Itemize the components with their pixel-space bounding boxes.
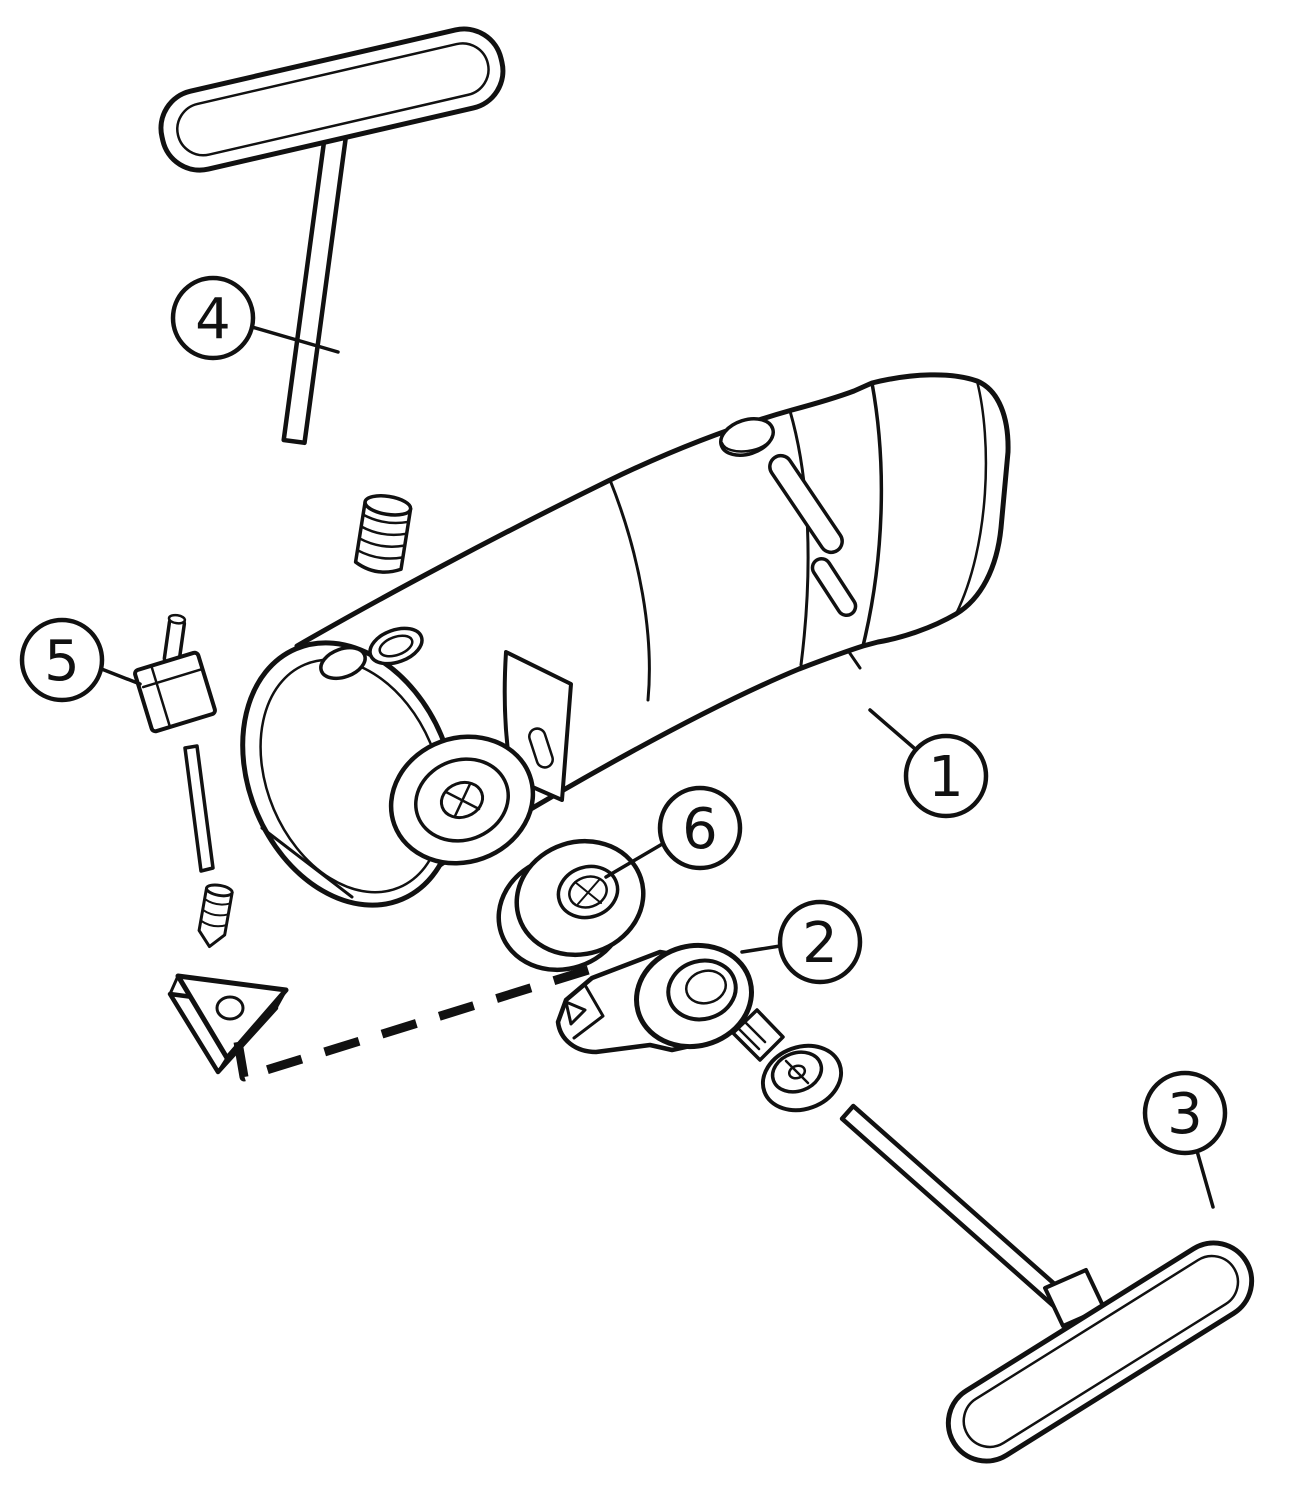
tool-body [240, 372, 1011, 908]
diagram-root: 1 2 3 4 5 6 [19, 26, 1255, 1464]
callout-2: 2 [777, 899, 863, 985]
t-handle-wrench-bottom [839, 1103, 1255, 1464]
callout-4-label: 4 [195, 287, 231, 352]
leader-line-3 [1195, 1149, 1215, 1209]
set-screw-top [353, 494, 413, 574]
dashed-guide-line [233, 962, 600, 1082]
callout-5-label: 5 [44, 629, 80, 694]
callout-6: 6 [657, 785, 743, 871]
pin-block [133, 650, 217, 734]
body-slot-1 [768, 453, 844, 555]
clamp [555, 942, 754, 1055]
leader-line-5 [97, 666, 142, 686]
wrench-top-handle [158, 26, 506, 173]
wrench-bottom-handle [945, 1240, 1255, 1464]
pocket-bore [388, 734, 536, 866]
shim-washer [496, 838, 646, 973]
body-slot-2 [810, 556, 858, 618]
cutting-insert [167, 973, 289, 1075]
pin-rod [183, 744, 215, 873]
leader-line-1 [868, 708, 916, 750]
clamp-screw [731, 1008, 844, 1113]
wrench-top-shaft [281, 132, 349, 446]
leader-line-2 [740, 944, 782, 954]
leader-line-6 [604, 841, 666, 879]
t-handle-wrench-top [158, 26, 506, 574]
callout-1: 1 [903, 733, 989, 819]
callout-3-label: 3 [1167, 1082, 1203, 1147]
callout-2-label: 2 [802, 911, 838, 976]
leader-line-4 [250, 325, 340, 354]
adjust-pin [162, 613, 187, 666]
body-top-hole-small [319, 645, 367, 681]
insert-screw [197, 883, 234, 949]
callout-3: 3 [1142, 1070, 1228, 1156]
body-top-plug [719, 417, 775, 457]
callout-6-label: 6 [682, 797, 718, 862]
callout-1-label: 1 [928, 745, 964, 810]
callout-5: 5 [19, 617, 105, 703]
wrench-bottom-shaft [839, 1103, 1073, 1314]
callout-4: 4 [170, 275, 256, 361]
pin-screw-insert-assembly [133, 613, 289, 1075]
